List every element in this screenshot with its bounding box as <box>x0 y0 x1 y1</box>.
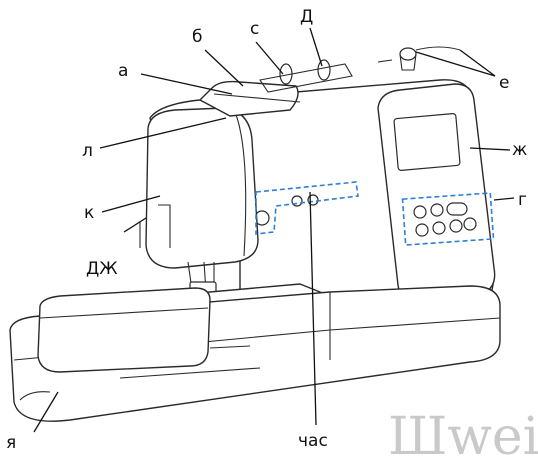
watermark-text: Шwei <box>388 407 538 456</box>
label-dzh: ДЖ <box>86 259 118 279</box>
spool-pins <box>259 59 393 93</box>
control-panel-highlight <box>401 192 495 246</box>
machine-head <box>145 107 259 269</box>
top-cover <box>199 80 299 117</box>
label-e: е <box>499 73 509 93</box>
arm-buttons-highlight <box>255 181 359 235</box>
callout-labels: а б с Д е ж г л к ДЖ час я <box>6 7 527 453</box>
thread-cutter <box>139 204 171 248</box>
watermark: Шwei <box>388 407 538 456</box>
label-l: л <box>82 141 93 161</box>
label-c: с <box>250 19 259 39</box>
label-a: а <box>118 61 128 81</box>
thread-guide-top <box>399 46 461 71</box>
label-d: Д <box>300 7 313 27</box>
embroidery-carriage <box>37 287 211 373</box>
label-ya: я <box>6 433 16 453</box>
panel-buttons <box>413 202 477 237</box>
label-zh: ж <box>512 140 527 160</box>
leader-lines <box>33 27 515 433</box>
label-k: к <box>84 203 94 223</box>
lcd-screen <box>393 113 461 171</box>
label-chas: час <box>298 431 328 451</box>
machine-illustration <box>9 46 501 422</box>
label-g: г <box>518 190 527 210</box>
label-b: б <box>192 27 202 47</box>
